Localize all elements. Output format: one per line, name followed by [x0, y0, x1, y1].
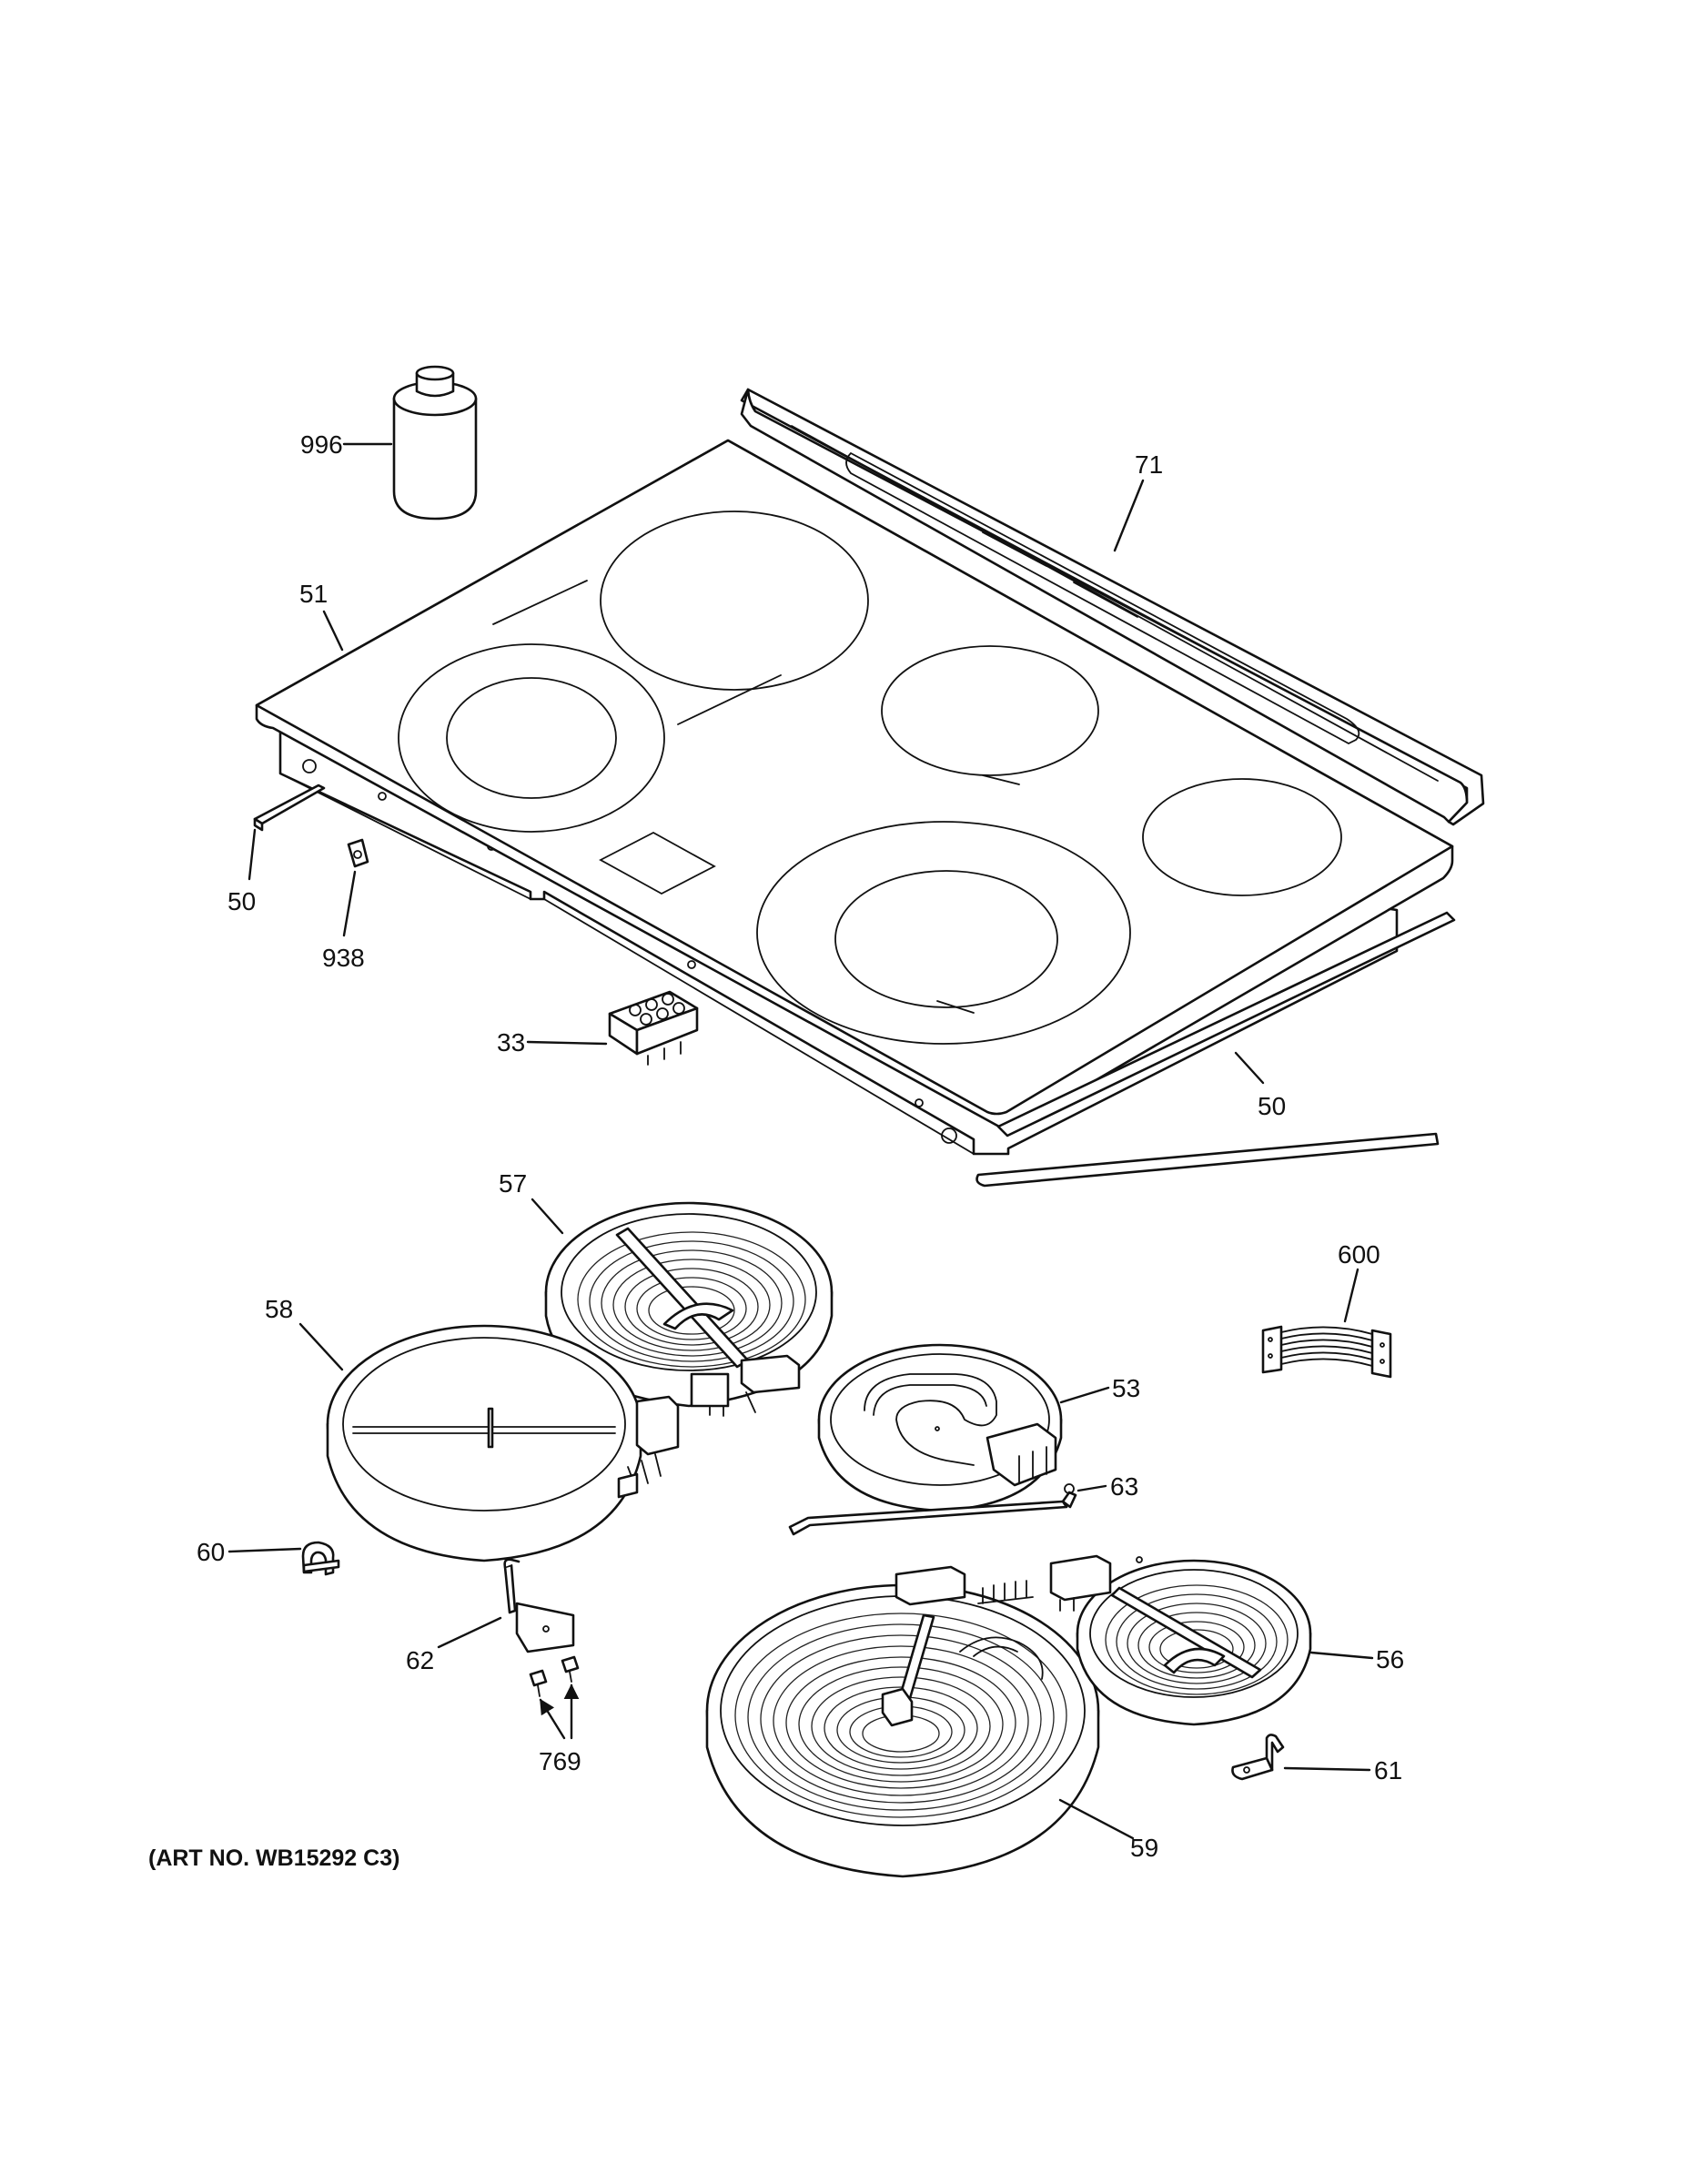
radiant-element-56	[1049, 1554, 1312, 1726]
bracket-rod-63	[788, 1483, 1077, 1536]
screws-769	[529, 1655, 580, 1697]
callout-51: 51	[299, 580, 328, 608]
callout-53: 53	[1112, 1374, 1140, 1402]
bracket-61	[1231, 1734, 1285, 1781]
control-panel-trim	[740, 388, 1485, 826]
gasket-right-top	[996, 911, 1456, 1138]
callout-71: 71	[1135, 450, 1163, 479]
clip-938	[347, 838, 369, 868]
callout-996: 996	[300, 430, 343, 459]
radiant-element-57	[544, 1201, 834, 1417]
art-number: (ART NO. WB15292 C3)	[148, 1845, 399, 1871]
callout-63: 63	[1110, 1472, 1138, 1501]
gasket-right-bottom	[975, 1132, 1440, 1188]
gasket-left	[253, 784, 326, 832]
radiant-element-59	[705, 1565, 1100, 1878]
terminal-block	[608, 990, 699, 1066]
callout-61: 61	[1374, 1756, 1402, 1785]
callout-938: 938	[322, 944, 365, 972]
callout-59: 59	[1130, 1834, 1158, 1862]
callout-600: 600	[1338, 1240, 1380, 1269]
radiant-element-58	[326, 1324, 680, 1562]
warming-element-53	[817, 1343, 1063, 1512]
leader-lines	[227, 442, 1374, 1840]
glass-cooktop	[255, 439, 1454, 1156]
callout-50-left: 50	[227, 887, 256, 915]
bracket-62	[503, 1558, 575, 1653]
callout-769: 769	[539, 1747, 581, 1775]
callout-58: 58	[265, 1295, 293, 1323]
wire-harness	[1261, 1325, 1392, 1379]
cleaner-bottle	[392, 365, 478, 521]
callout-labels: 996 71 51 50 938 33 50 57 600 58 53 63 6…	[148, 430, 1404, 1871]
callout-62: 62	[406, 1646, 434, 1674]
callout-56: 56	[1376, 1645, 1404, 1673]
callout-50-right: 50	[1258, 1092, 1286, 1120]
clip-60	[301, 1541, 340, 1576]
callout-33: 33	[497, 1028, 525, 1057]
callout-57: 57	[499, 1169, 527, 1198]
callout-60: 60	[197, 1538, 225, 1566]
